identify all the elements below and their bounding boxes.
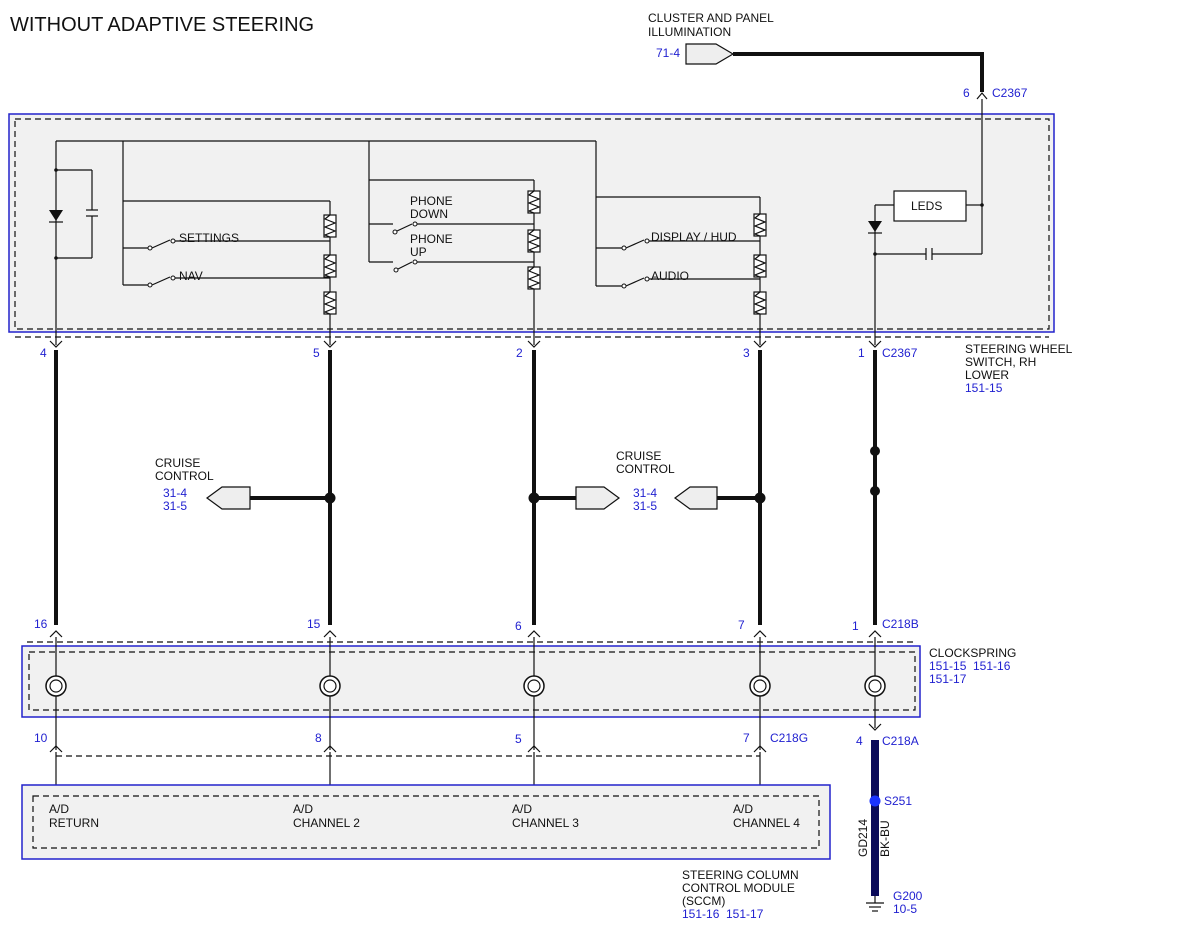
phone-up-label-1: PHONE — [410, 232, 453, 246]
pin-1: 1 — [858, 346, 865, 360]
splice-dot — [870, 486, 880, 496]
sccm-inner — [32, 795, 820, 849]
clockspring-pin-15: 15 — [307, 617, 321, 631]
sccm-return-l1: A/D — [49, 802, 69, 816]
clockspring-name: CLOCKSPRING — [929, 646, 1016, 660]
sccm-ref-1[interactable]: 151-16 — [682, 907, 720, 921]
ground-circuit: GD214 — [856, 819, 870, 857]
cruise-left-label-1: CRUISE — [155, 456, 200, 470]
clockspring-coil-icons — [45, 675, 886, 697]
cruise-right-ref-2[interactable]: 31-5 — [633, 499, 657, 513]
pin-3: 3 — [743, 346, 750, 360]
cruise-left-connector-icon[interactable] — [205, 486, 251, 510]
leds-box — [893, 190, 967, 222]
c218g-pin-chevrons — [49, 745, 767, 753]
pin-5: 5 — [313, 346, 320, 360]
cruise-right-label-2: CONTROL — [616, 462, 675, 476]
clockspring-pin-6: 6 — [515, 619, 522, 633]
illumination-wire — [733, 52, 984, 92]
settings-switch-label: SETTINGS — [179, 231, 239, 245]
phone-up-label-2: UP — [410, 245, 427, 259]
sccm-channel2-l1: A/D — [293, 802, 313, 816]
sccm-channel2-l2: CHANNEL 2 — [293, 816, 360, 830]
clockspring-pin-16: 16 — [34, 617, 48, 631]
sccm-channel3-l1: A/D — [512, 802, 532, 816]
phone-down-label-2: DOWN — [410, 207, 448, 221]
ground-ref[interactable]: 10-5 — [893, 902, 917, 916]
diode-icon — [49, 210, 63, 221]
cruise-right-label-1: CRUISE — [616, 449, 661, 463]
c218g-connector: C218G — [770, 731, 808, 745]
c218a-connector: C218A — [882, 734, 919, 748]
c218g-pin-5: 5 — [515, 732, 522, 746]
clockspring-ref-2[interactable]: 151-16 — [973, 659, 1011, 673]
c218g-pin-8: 8 — [315, 731, 322, 745]
c218b-pin-chevrons — [49, 630, 882, 638]
sccm-channel3-l2: CHANNEL 3 — [512, 816, 579, 830]
splice-s251[interactable] — [869, 795, 881, 807]
pin-4: 4 — [40, 346, 47, 360]
ground-wire-color: BK-BU — [878, 820, 892, 857]
sccm-return-l2: RETURN — [49, 816, 99, 830]
illumination-pin: 6 — [963, 86, 970, 100]
phone-down-label-1: PHONE — [410, 194, 453, 208]
pin-chevron-icon — [976, 92, 988, 100]
cruise-left-label-2: CONTROL — [155, 469, 214, 483]
leds-label: LEDS — [911, 199, 942, 213]
sccm-ref-2[interactable]: 151-17 — [726, 907, 764, 921]
clockspring-ref-1[interactable]: 151-15 — [929, 659, 967, 673]
sccm-channel4-l1: A/D — [733, 802, 753, 816]
audio-switch-label: AUDIO — [651, 269, 689, 283]
illumination-connector-icon[interactable] — [685, 43, 735, 65]
clockspring-ref-3[interactable]: 151-17 — [929, 672, 967, 686]
ground-label: G200 — [893, 889, 923, 903]
sccm-name-2: CONTROL MODULE — [682, 881, 795, 895]
cruise-right-connector-icon-out[interactable] — [575, 486, 621, 510]
sccm-channel4-l2: CHANNEL 4 — [733, 816, 800, 830]
pin-2: 2 — [516, 346, 523, 360]
clockspring-box — [21, 645, 921, 718]
switch-connector: C2367 — [882, 346, 918, 360]
cruise-right-connector-icon-in[interactable] — [673, 486, 718, 510]
nav-switch-label: NAV — [179, 269, 203, 283]
display-hud-switch-label: DISPLAY / HUD — [651, 230, 737, 244]
cruise-right-ref-1[interactable]: 31-4 — [633, 486, 657, 500]
c218g-pin-10: 10 — [34, 731, 48, 745]
splice-dot — [870, 446, 880, 456]
pin-chevron-icon — [868, 723, 882, 731]
switch-module-inner — [14, 118, 1050, 330]
clockspring-pin-7: 7 — [738, 618, 745, 632]
c218a-pin-4: 4 — [856, 734, 863, 748]
sccm-name-1: STEERING COLUMN — [682, 868, 799, 882]
splice-label: S251 — [884, 794, 912, 808]
c218g-pin-7: 7 — [743, 731, 750, 745]
cruise-left-ref-2[interactable]: 31-5 — [163, 499, 187, 513]
clockspring-pin-1: 1 — [852, 619, 859, 633]
clockspring-top-connector: C218B — [882, 617, 919, 631]
cruise-left-ref-1[interactable]: 31-4 — [163, 486, 187, 500]
c2367-pin-chevrons — [49, 340, 882, 348]
illumination-label-1: CLUSTER AND PANEL — [648, 11, 774, 25]
switch-module-box — [8, 113, 1055, 333]
switch-module-name-3: LOWER — [965, 368, 1009, 382]
sccm-name-3: (SCCM) — [682, 894, 725, 908]
illumination-connector: C2367 — [992, 86, 1028, 100]
switch-module-ref[interactable]: 151-15 — [965, 381, 1003, 395]
switch-module-name-1: STEERING WHEEL — [965, 342, 1073, 356]
diagram-title: WITHOUT ADAPTIVE STEERING — [10, 14, 314, 36]
illumination-ref[interactable]: 71-4 — [656, 46, 680, 60]
illumination-label-2: ILLUMINATION — [648, 25, 731, 39]
clockspring-inner — [28, 651, 916, 711]
diode-icon — [868, 221, 882, 232]
sccm-box — [21, 784, 831, 860]
ground-symbol-icon — [866, 896, 884, 912]
switch-module-name-2: SWITCH, RH — [965, 355, 1036, 369]
